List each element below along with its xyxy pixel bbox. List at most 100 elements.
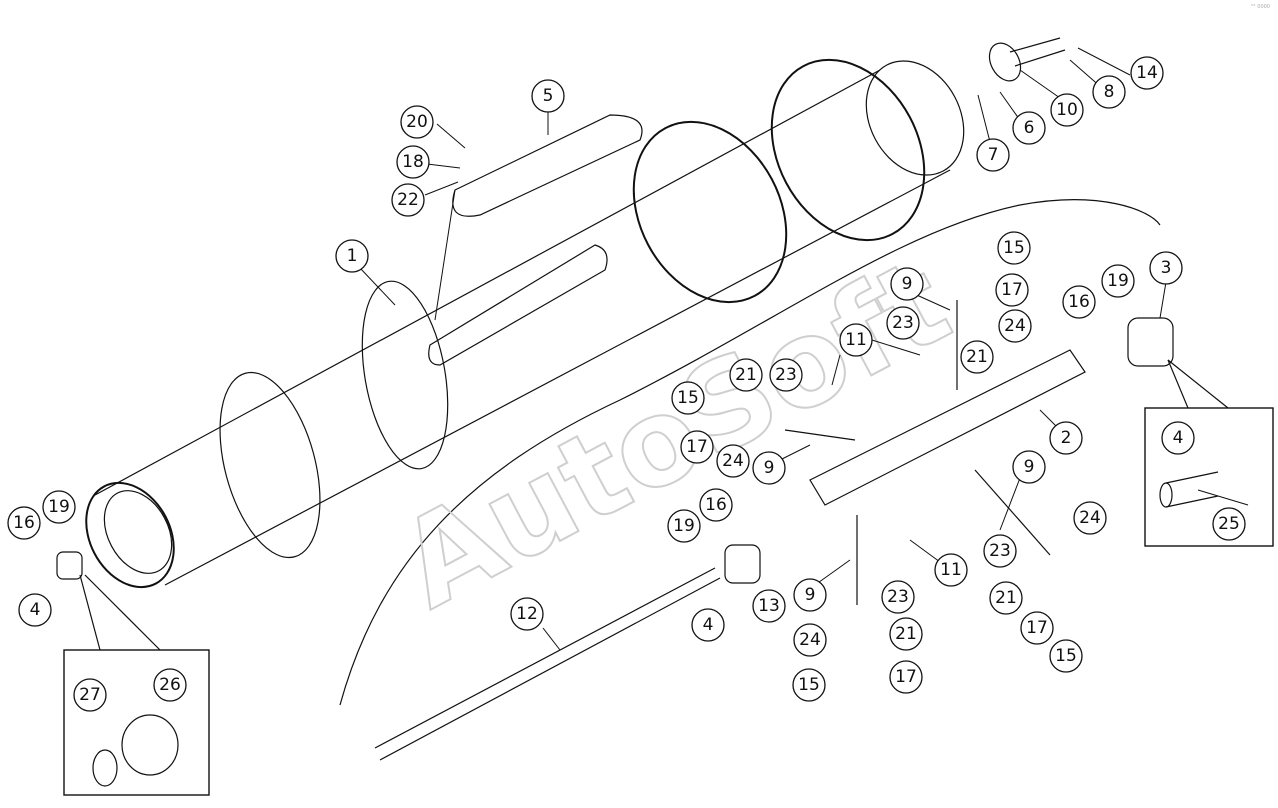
callout-23: 23 bbox=[769, 358, 803, 392]
callout-22: 22 bbox=[391, 183, 425, 217]
callout-20: 20 bbox=[400, 105, 434, 139]
callout-6: 6 bbox=[1012, 111, 1046, 145]
svg-text:4: 4 bbox=[703, 615, 714, 635]
svg-text:15: 15 bbox=[1055, 646, 1077, 666]
callout-24: 24 bbox=[998, 309, 1032, 343]
callout-23: 23 bbox=[886, 306, 920, 340]
svg-text:25: 25 bbox=[1218, 514, 1240, 534]
callout-24: 24 bbox=[716, 444, 750, 478]
svg-text:13: 13 bbox=[758, 596, 780, 616]
callout-11: 11 bbox=[839, 323, 873, 357]
callout-4: 4 bbox=[18, 593, 52, 627]
callout-24: 24 bbox=[1073, 501, 1107, 535]
svg-text:21: 21 bbox=[735, 365, 757, 385]
callout-16: 16 bbox=[1062, 285, 1096, 319]
svg-text:16: 16 bbox=[13, 513, 35, 533]
callout-27: 27 bbox=[73, 678, 107, 712]
callout-21: 21 bbox=[989, 581, 1023, 615]
svg-text:3: 3 bbox=[1161, 258, 1172, 278]
callout-7: 7 bbox=[976, 138, 1010, 172]
callout-18: 18 bbox=[396, 145, 430, 179]
callout-11: 11 bbox=[934, 553, 968, 587]
callout-leaders bbox=[359, 47, 1249, 651]
svg-text:21: 21 bbox=[966, 347, 988, 367]
callout-21: 21 bbox=[729, 358, 763, 392]
svg-text:19: 19 bbox=[48, 497, 70, 517]
svg-text:17: 17 bbox=[1001, 280, 1023, 300]
svg-text:27: 27 bbox=[79, 685, 101, 705]
svg-text:15: 15 bbox=[798, 675, 820, 695]
callout-19: 19 bbox=[667, 509, 701, 543]
callout-1: 1 bbox=[335, 239, 369, 273]
svg-text:17: 17 bbox=[895, 667, 917, 687]
callout-23: 23 bbox=[881, 580, 915, 614]
svg-text:21: 21 bbox=[895, 624, 917, 644]
callout-17: 17 bbox=[889, 660, 923, 694]
svg-text:23: 23 bbox=[887, 587, 909, 607]
auger-tube-assembly bbox=[56, 37, 1274, 796]
svg-text:23: 23 bbox=[892, 313, 914, 333]
svg-text:14: 14 bbox=[1136, 63, 1158, 83]
callout-15: 15 bbox=[997, 231, 1031, 265]
svg-text:23: 23 bbox=[775, 365, 797, 385]
svg-text:22: 22 bbox=[397, 190, 419, 210]
callout-5: 5 bbox=[531, 79, 565, 113]
callout-24: 24 bbox=[793, 623, 827, 657]
callout-9: 9 bbox=[752, 451, 786, 485]
callout-26: 26 bbox=[153, 668, 187, 702]
svg-text:19: 19 bbox=[673, 516, 695, 536]
svg-text:6: 6 bbox=[1024, 118, 1035, 138]
svg-text:17: 17 bbox=[686, 437, 708, 457]
svg-text:15: 15 bbox=[677, 388, 699, 408]
callout-12: 12 bbox=[510, 597, 544, 631]
svg-text:24: 24 bbox=[1004, 316, 1026, 336]
svg-text:24: 24 bbox=[799, 630, 821, 650]
svg-text:1: 1 bbox=[347, 246, 358, 266]
callout-2: 2 bbox=[1049, 421, 1083, 455]
callout-19: 19 bbox=[1101, 264, 1135, 298]
callouts: 1 2 3 4 4 4 5 6 7 8 9 9 9 9 10 11 11 12 … bbox=[7, 56, 1246, 712]
callout-17: 17 bbox=[680, 430, 714, 464]
svg-text:4: 4 bbox=[1173, 428, 1184, 448]
callout-14: 14 bbox=[1130, 56, 1164, 90]
svg-text:9: 9 bbox=[764, 458, 775, 478]
callout-16: 16 bbox=[699, 488, 733, 522]
callout-9: 9 bbox=[793, 578, 827, 612]
svg-text:15: 15 bbox=[1003, 238, 1025, 258]
callout-3: 3 bbox=[1149, 251, 1183, 285]
svg-text:11: 11 bbox=[845, 330, 867, 350]
callout-16: 16 bbox=[7, 506, 41, 540]
callout-10: 10 bbox=[1050, 93, 1084, 127]
svg-text:7: 7 bbox=[988, 145, 999, 165]
callout-4: 4 bbox=[691, 608, 725, 642]
callout-15: 15 bbox=[792, 668, 826, 702]
svg-text:23: 23 bbox=[989, 541, 1011, 561]
svg-text:24: 24 bbox=[722, 451, 744, 471]
callout-21: 21 bbox=[889, 617, 923, 651]
svg-text:9: 9 bbox=[1024, 457, 1035, 477]
svg-text:26: 26 bbox=[159, 675, 181, 695]
svg-text:11: 11 bbox=[940, 560, 962, 580]
svg-text:9: 9 bbox=[805, 585, 816, 605]
svg-text:4: 4 bbox=[30, 600, 41, 620]
svg-text:16: 16 bbox=[705, 495, 727, 515]
callout-15: 15 bbox=[1049, 639, 1083, 673]
svg-text:18: 18 bbox=[402, 152, 424, 172]
svg-text:20: 20 bbox=[406, 112, 428, 132]
svg-text:24: 24 bbox=[1079, 508, 1101, 528]
callout-21: 21 bbox=[960, 340, 994, 374]
callout-19: 19 bbox=[42, 490, 76, 524]
svg-text:2: 2 bbox=[1061, 428, 1072, 448]
callout-9: 9 bbox=[1012, 450, 1046, 484]
callout-17: 17 bbox=[995, 273, 1029, 307]
callout-23: 23 bbox=[983, 534, 1017, 568]
svg-text:12: 12 bbox=[516, 604, 538, 624]
svg-text:10: 10 bbox=[1056, 100, 1078, 120]
callout-8: 8 bbox=[1092, 75, 1126, 109]
svg-text:8: 8 bbox=[1104, 82, 1115, 102]
svg-text:19: 19 bbox=[1107, 271, 1129, 291]
callout-13: 13 bbox=[752, 589, 786, 623]
callout-4: 4 bbox=[1161, 421, 1195, 455]
svg-text:16: 16 bbox=[1068, 292, 1090, 312]
